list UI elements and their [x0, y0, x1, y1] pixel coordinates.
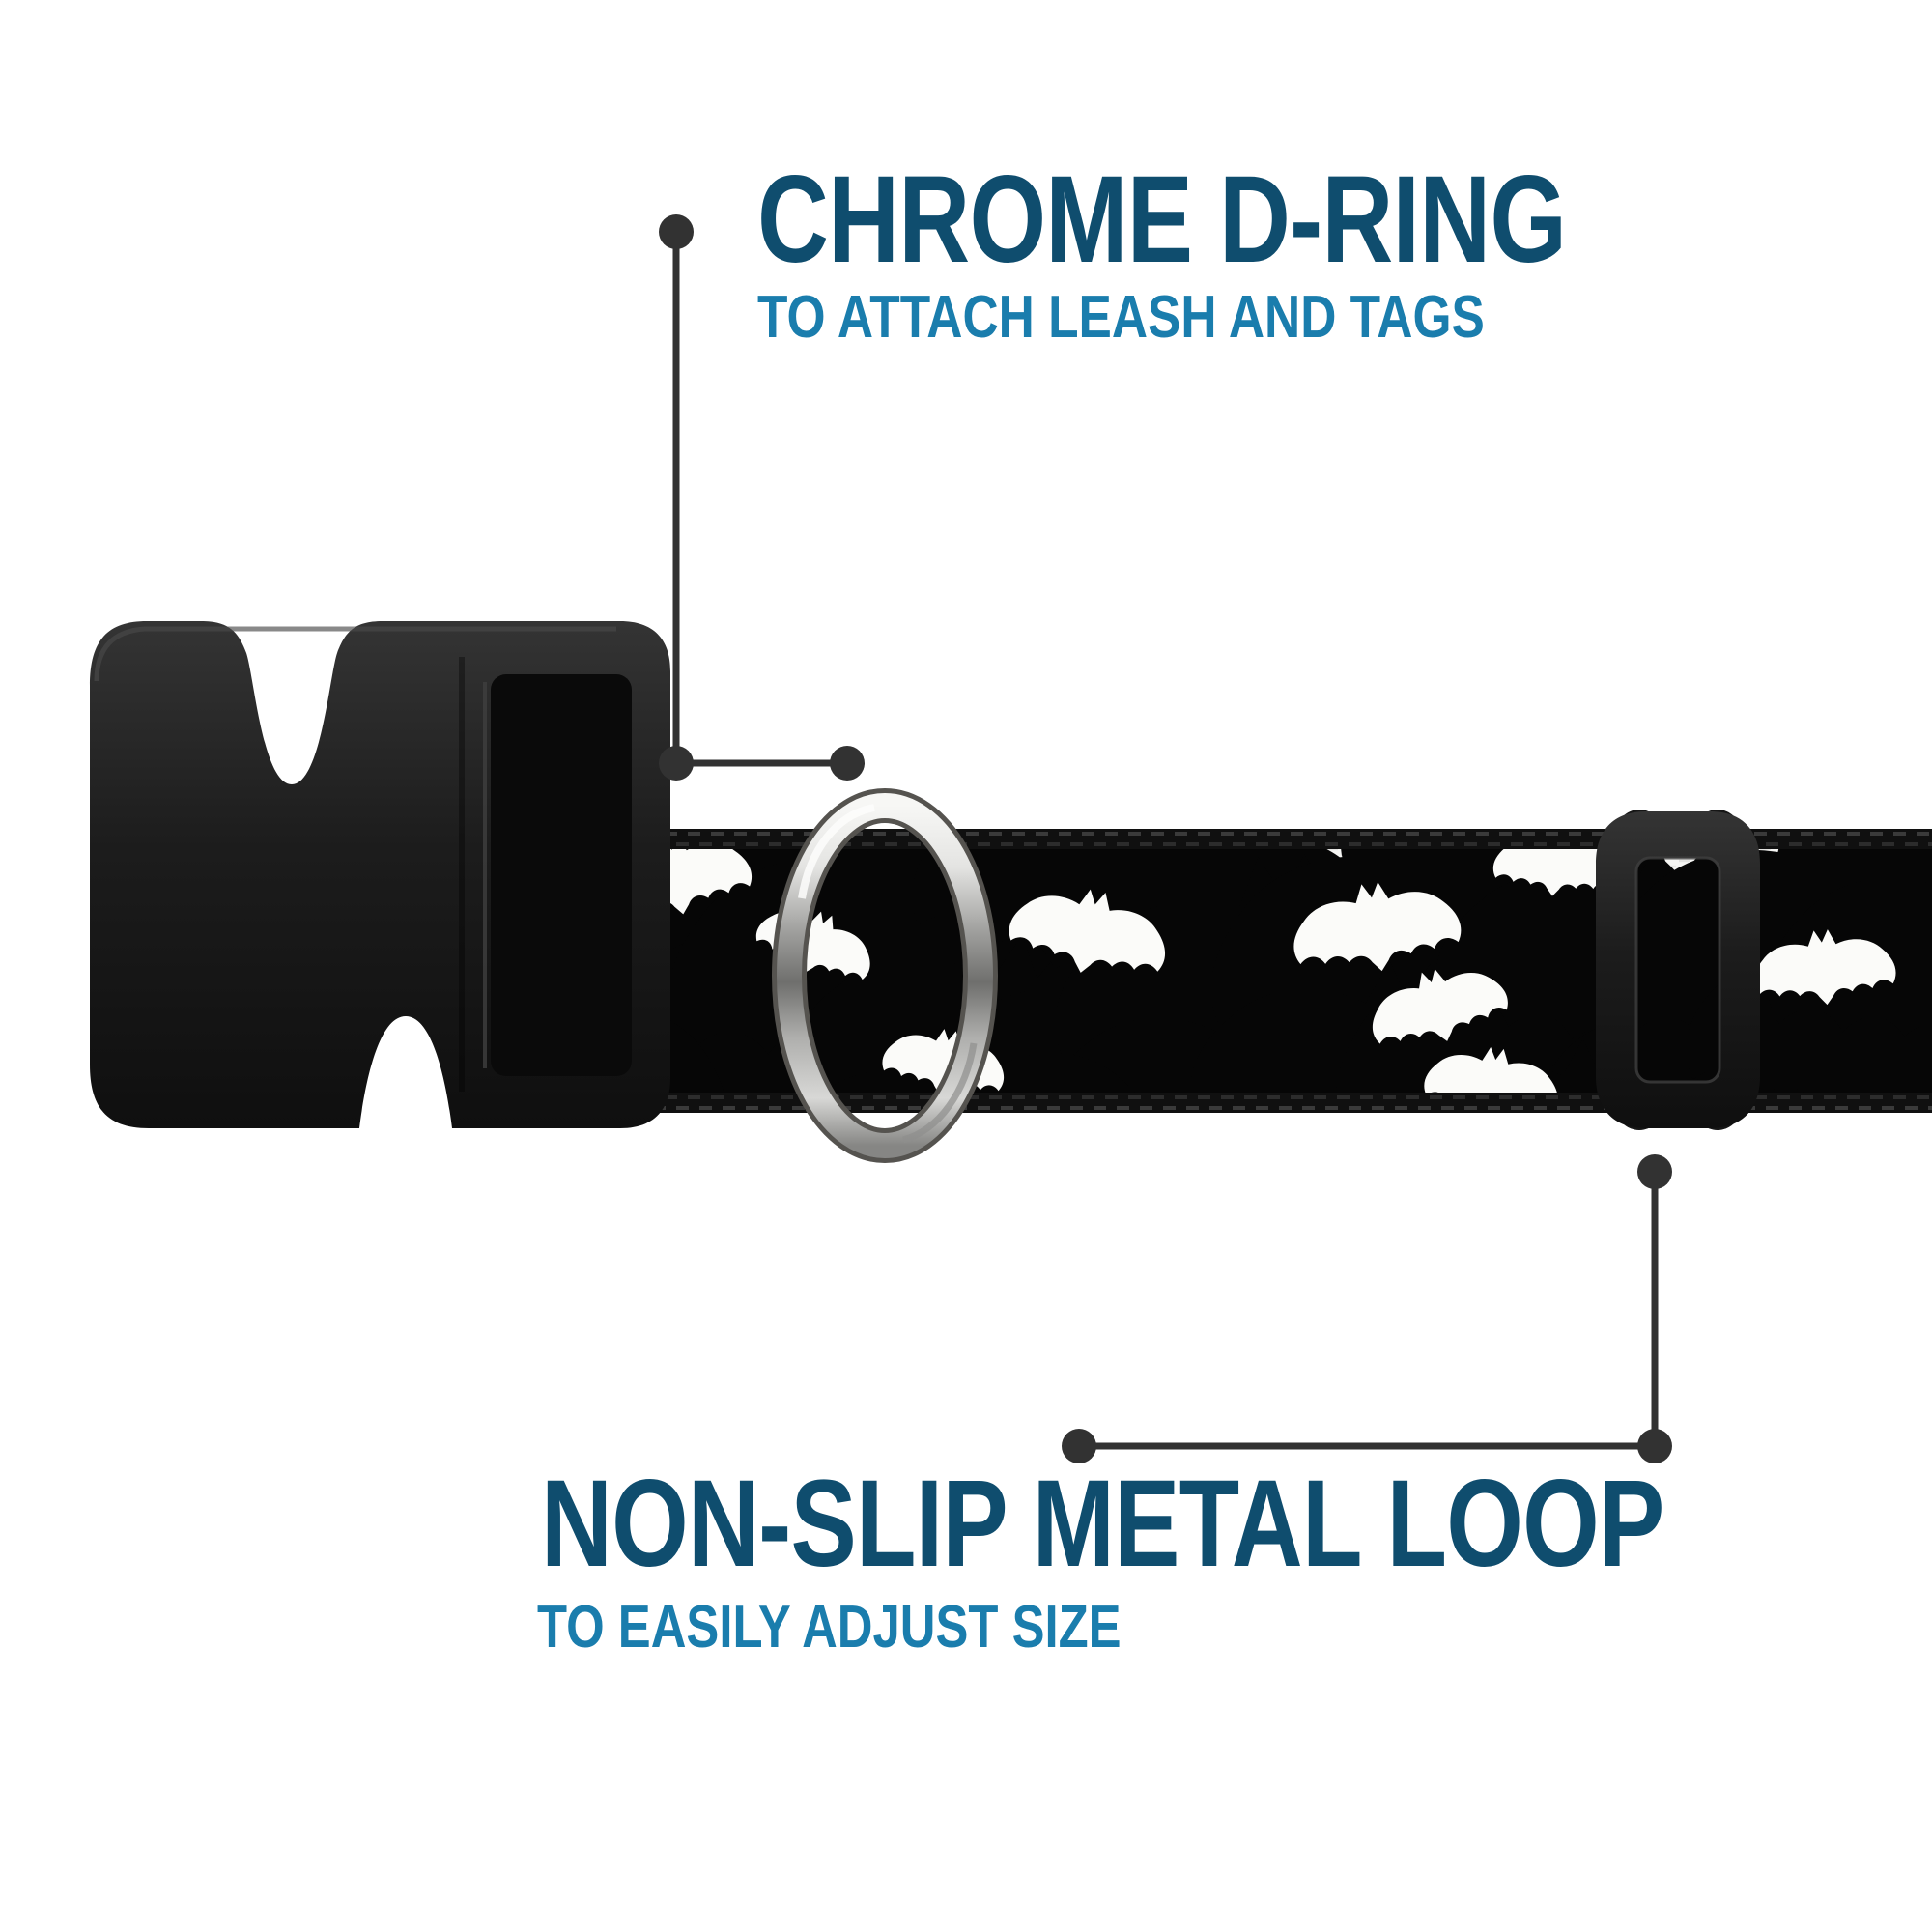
bottom-callout-leader: [1062, 1154, 1672, 1463]
d-ring-lower-sheen: [901, 1042, 978, 1144]
slider-inner-highlight: [1634, 856, 1721, 1084]
bottom-callout-dot-target: [1637, 1154, 1672, 1189]
bat-pattern-webbing: [502, 829, 1932, 1113]
buckle-sheen: [94, 626, 616, 682]
slider-frame: [1596, 811, 1760, 1128]
top-callout-leader: [659, 214, 865, 781]
webbing-edging: [502, 829, 1932, 1113]
side-release-buckle: [90, 621, 670, 1128]
top-callout-subtitle: TO ATTACH LEASH AND TAGS: [757, 284, 1485, 351]
top-callout-dot-title: [659, 214, 694, 249]
bottom-callout-title: NON-SLIP METAL LOOP: [541, 1455, 1664, 1593]
bottom-callout-subtitle: TO EASILY ADJUST SIZE: [537, 1594, 1122, 1661]
top-callout-dot-corner: [659, 746, 694, 781]
bottom-callout-dot-title: [1062, 1429, 1096, 1463]
chrome-d-ring: [772, 788, 998, 1163]
top-callout-title: CHROME D-RING: [757, 151, 1567, 289]
top-callout-dot-target: [830, 746, 865, 781]
d-ring-highlight: [798, 804, 875, 899]
buckle-slot: [491, 674, 632, 1076]
adjustment-slider: [1596, 810, 1760, 1130]
bottom-callout-dot-corner: [1637, 1429, 1672, 1463]
